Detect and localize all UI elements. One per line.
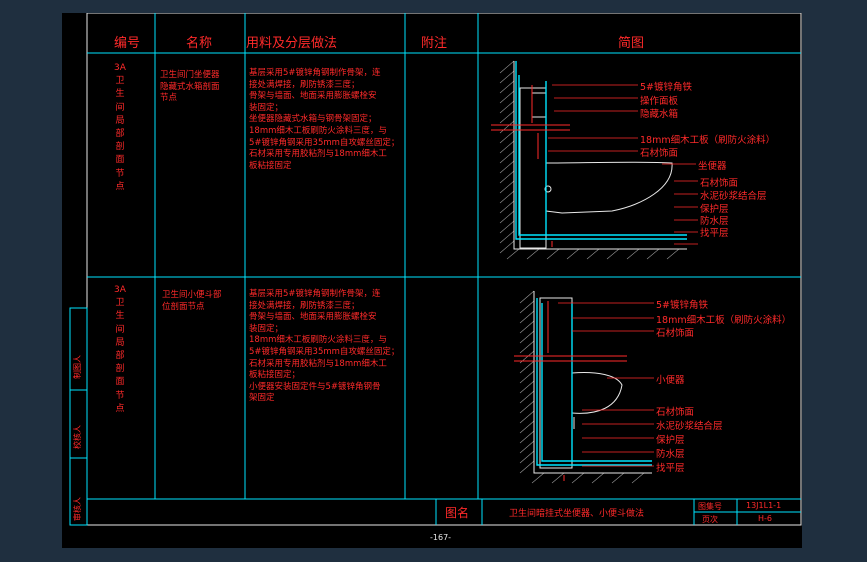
header-notes: 附注 bbox=[421, 36, 448, 51]
side-label-reviewer: 审核人 bbox=[73, 497, 82, 521]
row1-label-operation-panel: 操作面板 bbox=[640, 96, 679, 107]
row1-label-angle-steel: 5#镀锌角铁 bbox=[640, 82, 693, 93]
row1-label-plywood: 18mm细木工板（刷防火涂料） bbox=[640, 135, 776, 146]
row2-label-stone-facing-2: 石材饰面 bbox=[656, 407, 695, 418]
page-number: -167- bbox=[430, 533, 452, 542]
row2-label-plywood: 18mm细木工板（刷防火涂料） bbox=[656, 315, 792, 326]
row1-name: 卫生间门坐便器 隐藏式水箱剖面 节点 bbox=[160, 70, 220, 104]
row1-materials: 基层采用5#镀锌角钢制作骨架，连 接处满焊接，刷防锈漆三度； 骨架与墙面、地面采… bbox=[249, 68, 400, 171]
row2-label-mortar: 水泥砂浆结合层 bbox=[656, 421, 723, 432]
row1-label-leveling: 找平层 bbox=[700, 228, 729, 239]
row2-number: 3A 卫 生 间 局 部 剖 面 节 点 bbox=[114, 285, 126, 414]
side-label-drafter: 制图人 bbox=[73, 355, 82, 379]
row1-label-stone-facing: 石材饰面 bbox=[640, 148, 679, 159]
title-block-no: 13J1L1-1 bbox=[746, 501, 782, 510]
row1-label-mortar: 水泥砂浆结合层 bbox=[700, 191, 767, 202]
title-block-page-label: 页次 bbox=[702, 515, 718, 524]
drawing-sheet: 编号 名称 用料及分层做法 附注 简图 3A 卫 生 间 局 部 剖 面 节 点… bbox=[62, 13, 802, 548]
row2-label-protection: 保护层 bbox=[656, 435, 685, 446]
row2-name: 卫生间小便斗部 位剖面节点 bbox=[162, 290, 222, 312]
row1-label-waterproof: 防水层 bbox=[700, 216, 729, 227]
row2-label-leveling: 找平层 bbox=[656, 463, 685, 474]
title-block-name: 卫生间暗挂式坐便器、小便斗做法 bbox=[509, 509, 645, 519]
row2-label-urinal: 小便器 bbox=[656, 375, 685, 386]
side-label-checker: 校核人 bbox=[73, 425, 82, 449]
row2-label-angle-steel: 5#镀锌角铁 bbox=[656, 300, 709, 311]
urinal-section-drawing bbox=[514, 290, 654, 484]
row2-label-stone-facing: 石材饰面 bbox=[656, 328, 695, 339]
row1-label-hidden-cistern: 隐藏水箱 bbox=[640, 109, 679, 120]
row1-label-stone-facing-2: 石材饰面 bbox=[700, 178, 739, 189]
row1-number: 3A 卫 生 间 局 部 剖 面 节 点 bbox=[114, 63, 126, 192]
title-block-page: H-6 bbox=[758, 514, 772, 523]
header-materials: 用料及分层做法 bbox=[246, 36, 338, 51]
title-block-name-label: 图名 bbox=[445, 506, 470, 520]
toilet-section-drawing bbox=[491, 60, 698, 260]
header-number: 编号 bbox=[114, 36, 141, 51]
row1-label-toilet: 坐便器 bbox=[698, 161, 727, 172]
table-grid bbox=[69, 13, 802, 526]
title-block-no-label: 图集号 bbox=[698, 502, 722, 511]
header-name: 名称 bbox=[186, 36, 213, 51]
header-drawing: 简图 bbox=[618, 36, 645, 51]
row2-label-waterproof: 防水层 bbox=[656, 449, 685, 460]
row1-label-protection: 保护层 bbox=[700, 204, 729, 215]
row2-materials: 基层采用5#镀锌角钢制作骨架，连 接处满焊接，刷防锈漆三度； 骨架与墙面、地面采… bbox=[249, 289, 400, 404]
